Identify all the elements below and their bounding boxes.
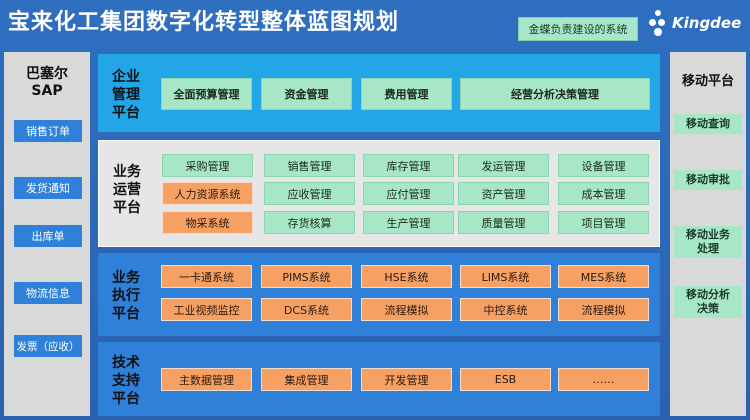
left-panel-sap: 巴塞尔 SAP 销售订单 发货通知 出库单 物流信息 发票（应收） [4,52,90,416]
box-pims-system: PIMS系统 [261,265,352,288]
box-dcs-system: DCS系统 [261,298,352,321]
box-central-control: 中控系统 [460,298,551,321]
box-master-data: 主数据管理 [161,368,252,391]
left-item-sales-order: 销售订单 [14,120,82,142]
legend-badge: 金蝶负责建设的系统 [518,17,638,41]
box-process-simulation-2: 流程模拟 [558,298,649,321]
box-cost: 成本管理 [558,182,649,205]
logo-text: Kingdee [672,14,742,32]
box-expense-management: 费用管理 [361,78,452,110]
box-development: 开发管理 [361,368,452,391]
box-budget-management: 全面预算管理 [161,78,252,110]
box-payables: 应付管理 [363,182,454,205]
box-hr-system: 人力资源系统 [162,182,253,205]
box-mes-system: MES系统 [558,265,649,288]
right-item-mobile-query: 移动查询 [674,114,742,134]
box-production: 生产管理 [363,211,454,234]
box-lims-system: LIMS系统 [460,265,551,288]
row-label-operations: 业务 运营 平台 [113,164,141,216]
box-inventory-accounting: 存货核算 [264,211,355,234]
box-assets: 资产管理 [458,182,549,205]
right-item-mobile-analysis: 移动分析 决策 [674,286,742,318]
right-item-mobile-business: 移动业务 处理 [674,226,742,258]
row-label-support: 技术 支持 平台 [112,355,140,407]
box-one-card-system: 一卡通系统 [161,265,252,288]
row-label-management: 企业 管理 平台 [112,69,140,121]
row-business-execution: 业务 执行 平台 一卡通系统 PIMS系统 HSE系统 LIMS系统 MES系统… [98,253,660,336]
box-shipping: 发运管理 [458,154,549,177]
kingdee-logo-icon [646,8,670,38]
left-item-invoice: 发票（应收） [14,335,82,357]
kingdee-logo: Kingdee [646,6,746,40]
right-panel-mobile: 移动平台 移动查询 移动审批 移动业务 处理 移动分析 决策 [670,52,746,416]
box-project: 项目管理 [558,211,649,234]
page-title: 宝来化工集团数字化转型整体蓝图规划 [8,10,400,35]
box-inventory: 库存管理 [363,154,454,177]
left-item-delivery-notice: 发货通知 [14,177,82,199]
box-esb: ESB [460,368,551,391]
box-receivables: 应收管理 [264,182,355,205]
box-more: …… [558,368,649,391]
row-enterprise-management: 企业 管理 平台 全面预算管理 资金管理 费用管理 经营分析决策管理 [98,54,660,132]
right-panel-title: 移动平台 [681,74,734,89]
box-video-monitoring: 工业视频监控 [161,298,252,321]
box-equipment: 设备管理 [558,154,649,177]
box-integration: 集成管理 [261,368,352,391]
left-item-logistics: 物流信息 [14,282,82,304]
row-label-execution: 业务 执行 平台 [112,270,140,322]
right-item-mobile-approval: 移动审批 [674,170,742,190]
left-item-outbound: 出库单 [14,225,82,247]
row-business-operations: 业务 运营 平台 采购管理 销售管理 库存管理 发运管理 设备管理 人力资源系统… [98,140,660,247]
box-hse-system: HSE系统 [361,265,452,288]
box-process-simulation: 流程模拟 [361,298,452,321]
box-procurement: 采购管理 [162,154,253,177]
box-business-analysis: 经营分析决策管理 [460,78,650,110]
left-panel-title: 巴塞尔 SAP [26,66,68,99]
box-fund-management: 资金管理 [261,78,352,110]
row-technical-support: 技术 支持 平台 主数据管理 集成管理 开发管理 ESB …… [98,342,660,416]
box-material-procurement: 物采系统 [162,211,253,234]
box-sales: 销售管理 [264,154,355,177]
box-quality: 质量管理 [458,211,549,234]
